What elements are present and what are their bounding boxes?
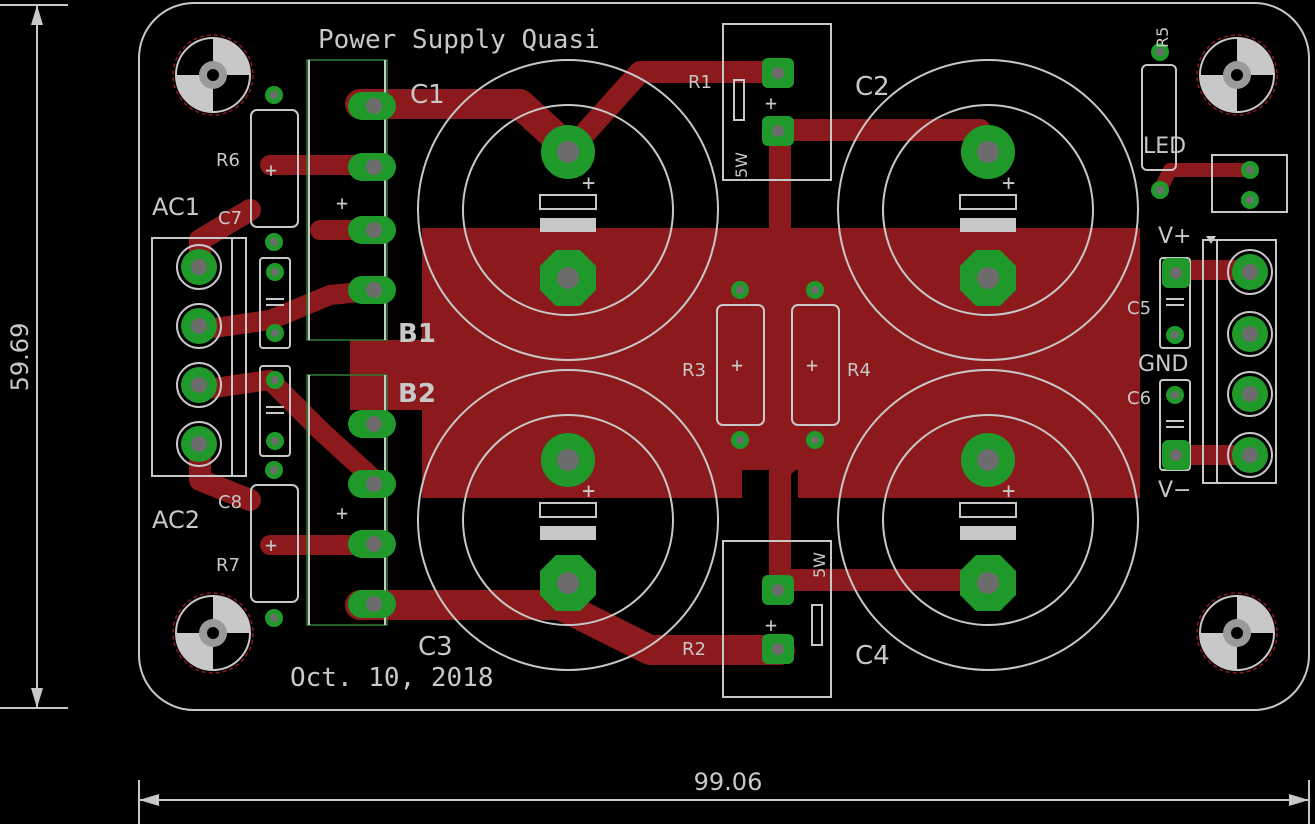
label-c4: C4 [855, 641, 890, 671]
label-vminus: V− [1158, 478, 1191, 503]
mounting-hole-top-right [1196, 34, 1278, 116]
ac-terminal-block [151, 237, 247, 477]
label-gnd: GND [1138, 352, 1188, 377]
board-title: Power Supply Quasi [318, 25, 600, 55]
board-outline [138, 2, 1310, 711]
label-r4: R4 [847, 360, 871, 381]
label-r5: R5 [1153, 27, 1172, 48]
label-b2: B2 [398, 379, 436, 409]
label-b1: B1 [398, 319, 436, 349]
label-led: LED [1143, 134, 1186, 159]
label-r6: R6 [216, 150, 240, 171]
width-dimension: 99.06 [694, 768, 763, 796]
capacitor-outlines: + + + + [417, 59, 1139, 671]
svg-text:+: + [731, 353, 743, 377]
mounting-hole-bottom-right [1196, 592, 1278, 674]
svg-text:+: + [806, 353, 818, 377]
label-r1-value: 5W [732, 152, 751, 178]
svg-text:+: + [265, 533, 277, 557]
led-connector-outline [1211, 154, 1288, 213]
label-c8: C8 [218, 492, 242, 513]
svg-text:+: + [1002, 171, 1015, 196]
svg-text:+: + [582, 171, 595, 196]
label-ac1: AC1 [152, 193, 200, 221]
height-dimension: 59.69 [6, 323, 34, 392]
label-ac2: AC2 [152, 506, 200, 534]
svg-text:+: + [765, 613, 777, 637]
label-c6: C6 [1127, 388, 1151, 409]
label-r7: R7 [216, 555, 240, 576]
svg-text:+: + [1002, 479, 1015, 504]
label-c7: C7 [218, 208, 242, 229]
pads [176, 43, 1273, 664]
svg-text:+: + [265, 158, 277, 182]
label-c3: C3 [418, 632, 453, 662]
svg-text:+: + [336, 501, 348, 525]
label-r3: R3 [682, 360, 706, 381]
mounting-hole-top-left [172, 34, 254, 116]
mounting-hole-bottom-left [172, 592, 254, 674]
svg-text:+: + [765, 91, 777, 115]
mounting-holes [172, 34, 1278, 674]
label-vplus: V+ [1158, 224, 1191, 249]
dimension-lines [0, 4, 1310, 824]
svg-text:+: + [336, 191, 348, 215]
svg-text:+: + [582, 479, 595, 504]
resistor-bodies: ++ ++ ++ [250, 23, 1191, 698]
board-date: Oct. 10, 2018 [290, 663, 494, 693]
label-c1: C1 [410, 80, 445, 110]
label-c5: C5 [1127, 298, 1151, 319]
output-terminal-block [1202, 236, 1277, 484]
label-r2: R2 [682, 639, 706, 660]
label-r1: R1 [688, 72, 712, 93]
bridge-outlines: ++ [306, 59, 388, 626]
label-r2-value: 5W [810, 552, 829, 578]
label-c2: C2 [855, 72, 890, 102]
